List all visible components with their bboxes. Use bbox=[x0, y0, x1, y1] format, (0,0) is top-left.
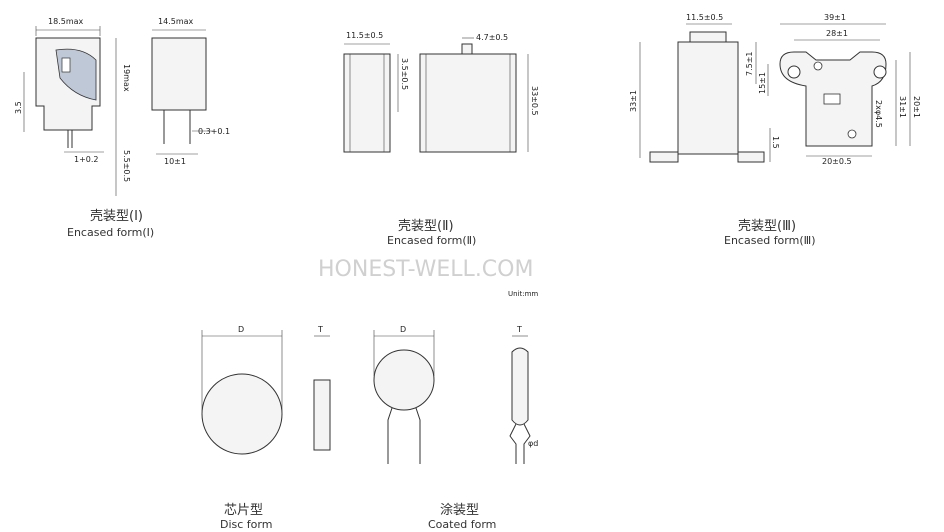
dim-coated-diameter: D bbox=[400, 325, 406, 334]
encased-2-tab bbox=[461, 43, 473, 55]
coated-lead bbox=[387, 407, 393, 464]
dim-height: 33±1 bbox=[629, 90, 638, 112]
dim-inner-height: 31±1 bbox=[898, 96, 907, 118]
dim-left-height: 3.5 bbox=[14, 101, 23, 114]
dim-hole-span: 28±1 bbox=[826, 29, 848, 38]
disc-face bbox=[201, 373, 283, 455]
encased-2-side-body bbox=[343, 53, 391, 153]
dim-width-side: 11.5±0.5 bbox=[346, 31, 383, 40]
dim-left-height: 3.5±0.5 bbox=[400, 58, 409, 90]
coated-title-cn: 涂装型 bbox=[440, 502, 479, 518]
dim-lead-diameter: φd bbox=[528, 439, 538, 448]
coated-lead bbox=[415, 407, 421, 464]
dim-ear-height: 15±1 bbox=[758, 72, 767, 94]
dim-total-width: 39±1 bbox=[824, 13, 846, 22]
dim-disc-diameter: D bbox=[238, 325, 244, 334]
encased-form-3: 11.5±0.5 33±1 7.5±1 15±1 1.5 39±1 28±1 2… bbox=[629, 13, 921, 247]
disc-form: D T 芯片型 Disc form bbox=[201, 325, 331, 531]
watermark: HONEST-WELL.COM bbox=[318, 257, 533, 282]
coated-title-en: Coated form bbox=[428, 518, 496, 531]
dim-side-height: 20±1 bbox=[912, 96, 921, 118]
dim-tab: 4.7±0.5 bbox=[476, 33, 508, 42]
encased-3-side-body bbox=[677, 41, 739, 155]
coated-side-lead bbox=[509, 423, 517, 464]
encased-form-1: 18.5max 19max 3.5 1+0.2 5.5±0.5 14.5max … bbox=[14, 17, 230, 239]
encased-3-mount-hole bbox=[873, 65, 887, 79]
encased-2-title-cn: 壳装型(Ⅱ) bbox=[398, 219, 454, 234]
dim-width-front: 18.5max bbox=[48, 17, 84, 26]
encased-3-screw bbox=[847, 129, 857, 139]
encased-3-screw bbox=[813, 61, 823, 71]
dim-height: 33±0.5 bbox=[530, 86, 539, 116]
encased-2-front-body bbox=[419, 53, 517, 153]
dim-pin-thickness: 0.3+0.1 bbox=[198, 127, 230, 136]
dim-top-width: 11.5±0.5 bbox=[686, 13, 723, 22]
dim-disc-thickness: T bbox=[317, 325, 323, 334]
dim-lead-length: 5.5±0.5 bbox=[122, 150, 131, 182]
dim-pin-span: 10±1 bbox=[164, 157, 186, 166]
coated-side-lead bbox=[523, 423, 531, 464]
encased-1-title-cn: 壳装型(Ⅰ) bbox=[90, 209, 143, 224]
dim-coated-thickness: T bbox=[516, 325, 522, 334]
encased-3-foot-left bbox=[649, 151, 679, 163]
encased-1-title-en: Encased form(Ⅰ) bbox=[67, 226, 154, 239]
encased-form-2: 11.5±0.5 3.5±0.5 4.7±0.5 33±0.5 壳装型(Ⅱ) E… bbox=[343, 31, 539, 247]
unit-label: Unit:mm bbox=[508, 290, 538, 298]
dim-bottom: 20±0.5 bbox=[822, 157, 852, 166]
encased-2-title-en: Encased form(Ⅱ) bbox=[387, 234, 476, 247]
coated-disc-face bbox=[373, 349, 435, 411]
coated-side-body bbox=[511, 347, 529, 426]
encased-3-label-window bbox=[823, 93, 841, 105]
dim-tab-height: 7.5±1 bbox=[745, 51, 754, 76]
disc-title-en: Disc form bbox=[220, 518, 272, 531]
disc-title-cn: 芯片型 bbox=[224, 503, 263, 518]
disc-edge bbox=[313, 379, 331, 451]
encased-3-foot-right bbox=[737, 151, 765, 163]
encased-3-top-tab bbox=[689, 31, 727, 43]
encased-3-mount-hole bbox=[787, 65, 801, 79]
encased-3-title-en: Encased form(Ⅲ) bbox=[724, 234, 816, 247]
dim-holes: 2xφ4.5 bbox=[874, 100, 883, 128]
encased-1-side-body bbox=[151, 37, 207, 111]
dim-base: 1.5 bbox=[771, 136, 780, 149]
encased-1-clip bbox=[61, 57, 71, 73]
dim-height: 19max bbox=[122, 64, 131, 92]
dim-pin-pitch: 1+0.2 bbox=[74, 155, 99, 164]
dim-width-side: 14.5max bbox=[158, 17, 194, 26]
coated-form: D T φd 涂装型 Coated form bbox=[373, 325, 538, 531]
encased-3-title-cn: 壳装型(Ⅲ) bbox=[738, 219, 796, 234]
